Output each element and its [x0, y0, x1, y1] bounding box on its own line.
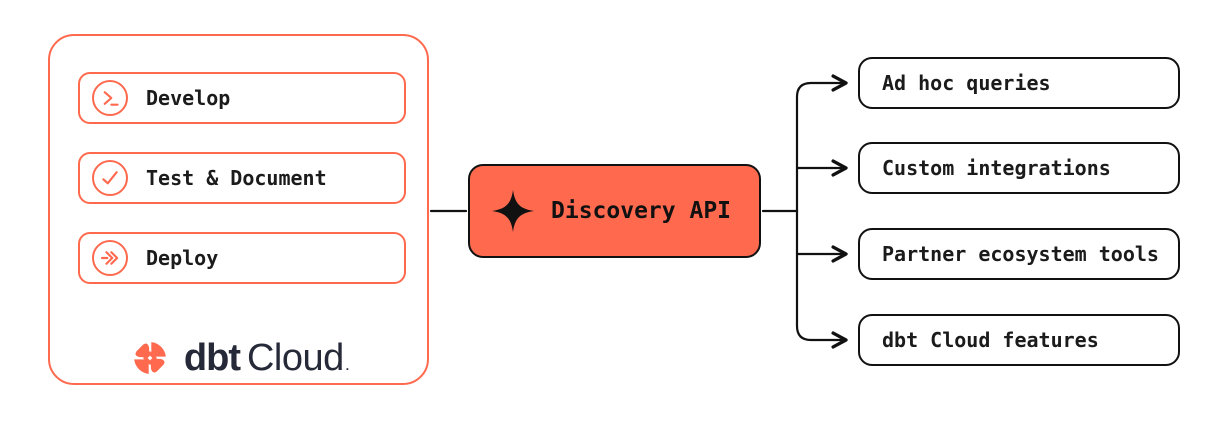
output-label: Partner ecosystem tools: [882, 242, 1159, 266]
output-label: Ad hoc queries: [882, 71, 1051, 95]
terminal-icon: [92, 80, 128, 116]
logo-text-cloud: Cloud: [246, 336, 344, 379]
double-arrow-icon: [92, 240, 128, 276]
sparkle-icon: [490, 188, 536, 234]
dbt-cloud-logo: dbt Cloud .: [50, 336, 427, 380]
stage-label: Develop: [146, 86, 231, 110]
check-circle-icon: [92, 160, 128, 196]
output-label: dbt Cloud features: [882, 328, 1099, 352]
hub-label: Discovery API: [551, 198, 732, 224]
dbt-cloud-panel: Develop Test & Document Deploy: [48, 34, 429, 385]
stage-deploy: Deploy: [78, 232, 406, 284]
stage-label: Test & Document: [146, 166, 327, 190]
connector-branch-1: [795, 74, 848, 213]
connector-branch-4: [795, 209, 848, 349]
discovery-api-node: Discovery API: [468, 164, 761, 258]
output-label: Custom integrations: [882, 156, 1111, 180]
logo-trademark: .: [345, 358, 350, 373]
output-dbt-cloud-features: dbt Cloud features: [858, 314, 1180, 366]
dbt-logo-icon: [128, 336, 172, 380]
output-partner-ecosystem-tools: Partner ecosystem tools: [858, 228, 1180, 280]
stage-label: Deploy: [146, 246, 219, 270]
output-ad-hoc-queries: Ad hoc queries: [858, 57, 1180, 109]
output-custom-integrations: Custom integrations: [858, 142, 1180, 194]
logo-wordmark: dbt Cloud .: [184, 337, 349, 380]
stage-test-document: Test & Document: [78, 152, 406, 204]
stage-develop: Develop: [78, 72, 406, 124]
logo-text-dbt: dbt: [183, 336, 241, 379]
